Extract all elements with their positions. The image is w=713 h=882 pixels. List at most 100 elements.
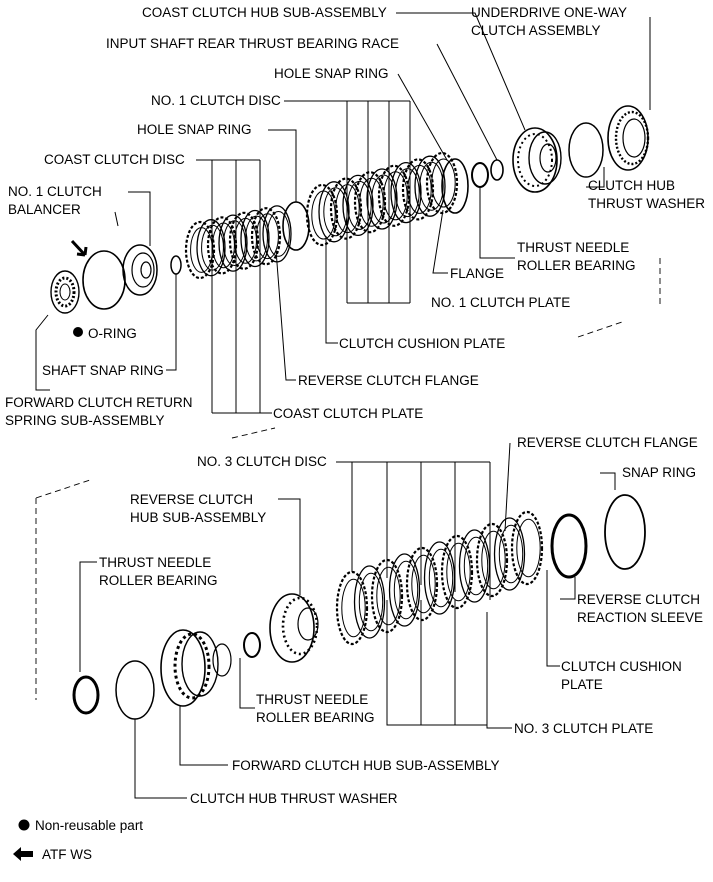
no3-clutch-ring-inner xyxy=(393,560,419,620)
no3-clutch-ring-inner xyxy=(411,554,436,614)
upper-axis-lower-dash xyxy=(231,427,276,439)
coast-clutch-ring xyxy=(196,219,226,277)
label-return-spring-1: FORWARD CLUTCH RETURN xyxy=(5,395,193,410)
lower-assembly-parts xyxy=(35,479,646,720)
snap-ring-part xyxy=(604,494,646,570)
no1-clutch-ring xyxy=(305,183,339,247)
label-coast-clutch-plate: COAST CLUTCH PLATE xyxy=(273,406,423,421)
reverse-clutch-reaction-sleeve-part xyxy=(550,513,588,579)
legend-dot-icon xyxy=(18,819,30,831)
no3-clutch-ring-inner xyxy=(498,524,524,584)
label-hub-washer-2: THRUST WASHER xyxy=(588,196,705,211)
no1-clutch-stack xyxy=(305,151,459,247)
label-return-spring-2: SPRING SUB-ASSEMBLY xyxy=(5,413,165,428)
label-needle-2: ROLLER BEARING xyxy=(517,258,636,273)
no1-clutch-ring xyxy=(414,155,446,217)
hole-snap-ring-left-part xyxy=(282,201,310,251)
no3-clutch-ring-inner xyxy=(446,542,471,602)
label-needle-mid-1: THRUST NEEDLE xyxy=(256,692,368,707)
label-sleeve-1: REVERSE CLUTCH xyxy=(577,592,700,607)
label-no3-clutch-plate: NO. 3 CLUTCH PLATE xyxy=(514,721,653,736)
no3-clutch-ring xyxy=(493,517,526,591)
label-no1-clutch-disc: NO. 1 CLUTCH DISC xyxy=(151,93,281,108)
label-forward-hub: FORWARD CLUTCH HUB SUB-ASSEMBLY xyxy=(232,758,500,773)
label-underdrive-2: CLUTCH ASSEMBLY xyxy=(471,23,601,38)
lower-axis-dash xyxy=(35,479,91,700)
no1-clutch-ring-inner xyxy=(431,158,456,208)
forward-clutch-return-spring xyxy=(50,270,80,314)
label-coast-clutch-disc: COAST CLUTCH DISC xyxy=(44,152,185,167)
upper-axis-right-dash xyxy=(577,258,661,338)
no1-clutch-ring xyxy=(366,168,398,230)
coast-clutch-ring xyxy=(250,207,282,266)
no1-clutch-ring-inner xyxy=(419,161,444,211)
label-underdrive-1: UNDERDRIVE ONE-WAY xyxy=(471,5,627,20)
no3-clutch-ring-inner xyxy=(341,578,366,638)
hole-snap-ring-right-part xyxy=(441,158,469,214)
label-reverse-flange-lower: REVERSE CLUTCH FLANGE xyxy=(517,435,698,450)
no1-clutch-ring xyxy=(342,174,374,237)
no3-clutch-ring xyxy=(475,522,509,598)
coast-clutch-ring xyxy=(218,214,248,272)
no1-clutch-ring xyxy=(353,171,387,234)
label-flange: FLANGE xyxy=(450,266,504,281)
label-no3-clutch-disc: NO. 3 CLUTCH DISC xyxy=(197,454,327,469)
label-needle-1: THRUST NEEDLE xyxy=(517,240,629,255)
label-rev-hub-2: HUB SUB-ASSEMBLY xyxy=(130,510,266,525)
no1-clutch-ring-inner xyxy=(347,180,372,230)
thrust-needle-bearing-left-part xyxy=(72,675,100,715)
label-sleeve-2: REACTION SLEEVE xyxy=(577,610,703,625)
underdrive-one-way-clutch-part xyxy=(607,105,650,171)
no1-clutch-ring xyxy=(318,181,350,243)
label-balancer-1: NO. 1 CLUTCH xyxy=(8,184,102,199)
no1-clutch-ring-inner xyxy=(371,174,396,224)
no3-clutch-ring-inner xyxy=(516,518,541,578)
coast-clutch-hub-part xyxy=(512,127,562,193)
coast-clutch-ring xyxy=(240,209,270,268)
clutch-hub-thrust-washer-part xyxy=(568,122,604,178)
label-balancer-2: BALANCER xyxy=(8,202,81,217)
no1-clutch-ring xyxy=(390,161,422,224)
no1-clutch-ring xyxy=(329,177,363,240)
label-cushion-1: CLUTCH CUSHION xyxy=(561,659,682,674)
coast-clutch-ring xyxy=(184,220,216,280)
o-ring-part xyxy=(82,250,126,310)
no1-clutch-ring xyxy=(425,151,459,215)
forward-clutch-hub-part xyxy=(160,629,232,707)
label-hole-snap-ring-left: HOLE SNAP RING xyxy=(137,122,252,137)
thrust-needle-bearing-part xyxy=(471,162,489,188)
non-reusable-dot-icon xyxy=(73,327,83,337)
thrust-needle-bearing-mid-part xyxy=(243,632,261,658)
label-hub-washer-1: CLUTCH HUB xyxy=(588,178,675,193)
no3-clutch-ring-inner xyxy=(358,572,384,632)
upper-labels: COAST CLUTCH HUB SUB-ASSEMBLY UNDERDRIVE… xyxy=(5,5,705,428)
label-reverse-flange: REVERSE CLUTCH FLANGE xyxy=(298,373,479,388)
no3-clutch-ring-inner xyxy=(376,566,401,626)
no3-clutch-ring xyxy=(510,510,544,586)
no3-clutch-ring-inner xyxy=(481,530,506,590)
no3-clutch-ring-inner xyxy=(428,548,454,608)
no1-clutch-ring-inner xyxy=(395,168,420,218)
label-no1-clutch-plate: NO. 1 CLUTCH PLATE xyxy=(431,295,570,310)
label-needle-left-2: ROLLER BEARING xyxy=(99,573,218,588)
no3-clutch-ring xyxy=(353,565,386,639)
label-rev-hub-1: REVERSE CLUTCH xyxy=(130,492,253,507)
legend: Non-reusable part ATF WS xyxy=(13,818,143,862)
legend-arrow-icon xyxy=(13,847,33,861)
no3-clutch-ring xyxy=(405,546,439,622)
clutch-hub-thrust-washer-lower-part xyxy=(115,660,155,720)
label-snap-ring: SNAP RING xyxy=(622,465,696,480)
upper-assembly-parts xyxy=(50,105,661,439)
coast-clutch-stack xyxy=(184,205,292,280)
lower-labels: REVERSE CLUTCH FLANGE NO. 3 CLUTCH DISC … xyxy=(99,435,703,806)
label-cushion-2: PLATE xyxy=(561,677,603,692)
label-coast-clutch-hub: COAST CLUTCH HUB SUB-ASSEMBLY xyxy=(142,5,387,20)
no1-clutch-ring xyxy=(377,164,411,227)
label-input-race: INPUT SHAFT REAR THRUST BEARING RACE xyxy=(106,36,399,51)
markers xyxy=(70,239,88,337)
no3-clutch-ring-inner xyxy=(463,536,489,596)
shaft-snap-ring-part xyxy=(170,255,182,275)
legend-non-reusable: Non-reusable part xyxy=(35,818,143,833)
no1-clutch-ring xyxy=(401,158,435,221)
